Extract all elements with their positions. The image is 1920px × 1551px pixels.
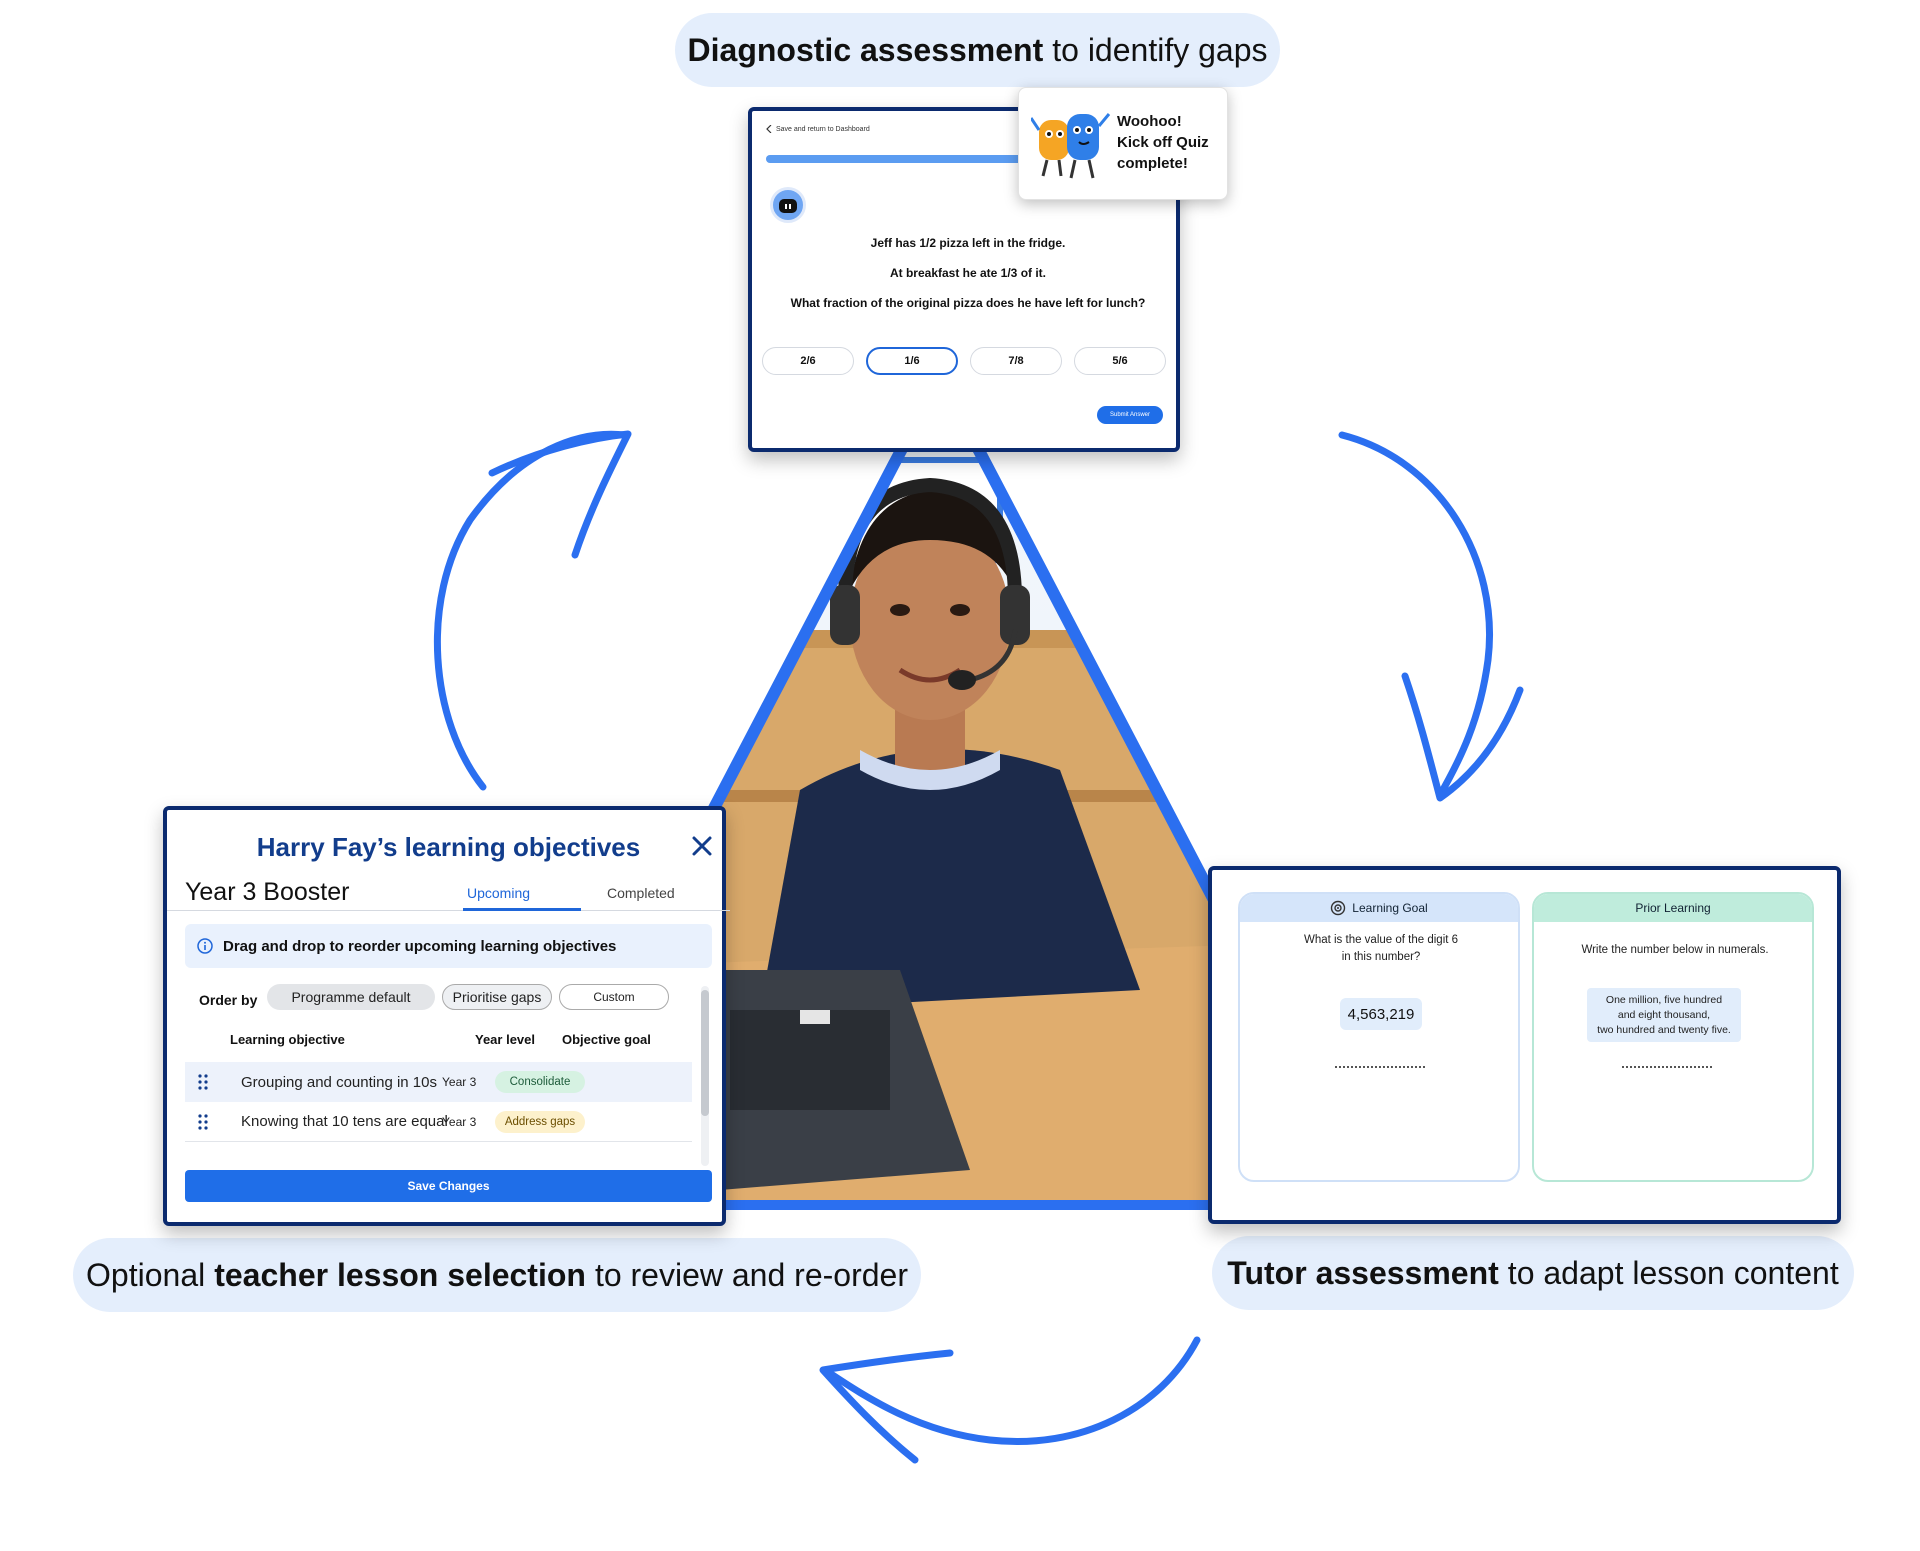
cycle-arrow-icon xyxy=(433,430,629,791)
scrollbar-thumb[interactable] xyxy=(701,990,709,1116)
label-tutor: Tutor assessment to adapt lesson content xyxy=(1212,1236,1854,1310)
tab-divider xyxy=(167,910,730,911)
prior-learning-header: Prior Learning xyxy=(1534,894,1812,922)
quiz-option-1[interactable]: 2/6 xyxy=(762,347,854,375)
robot-avatar-icon xyxy=(770,187,806,223)
quiz-option-4[interactable]: 5/6 xyxy=(1074,347,1166,375)
column-learning-objective: Learning objective xyxy=(230,1032,345,1047)
label-teacher-bold: teacher lesson selection xyxy=(214,1256,586,1293)
quiz-question-line-3: What fraction of the original pizza does… xyxy=(790,296,1146,310)
toast-line-2: Kick off Quiz xyxy=(1117,134,1209,151)
drag-handle-icon[interactable] xyxy=(198,1114,208,1130)
tutor-assessment-card: Learning Goal What is the value of the d… xyxy=(1208,866,1841,1224)
toast-text: Woohoo! Kick off Quiz complete! xyxy=(1117,111,1227,174)
table-row[interactable]: Knowing that 10 tens are equal Year 3 Ad… xyxy=(185,1102,692,1142)
quiz-option-3[interactable]: 7/8 xyxy=(970,347,1062,375)
tab-completed[interactable]: Completed xyxy=(607,885,675,901)
back-link-label: Save and return to Dashboard xyxy=(776,125,870,133)
modal-title: Harry Fay’s learning objectives xyxy=(256,832,641,862)
row-objective: Knowing that 10 tens are equal xyxy=(241,1113,448,1130)
label-diagnostic-rest: to identify gaps xyxy=(1052,31,1268,68)
learning-goal-panel: Learning Goal What is the value of the d… xyxy=(1238,892,1520,1182)
row-year: Year 3 xyxy=(442,1075,477,1089)
learning-objectives-modal: Harry Fay’s learning objectives Year 3 B… xyxy=(163,806,730,1226)
goal-number: 4,563,219 xyxy=(1340,998,1422,1030)
goal-question-line-1: What is the value of the digit 6 xyxy=(1303,934,1459,946)
tab-active-indicator xyxy=(463,908,581,911)
row-year: Year 3 xyxy=(442,1114,477,1129)
cycle-arrow-icon xyxy=(1401,672,1524,802)
column-year-level: Year level xyxy=(475,1032,535,1047)
submit-answer-button[interactable]: Submit Answer xyxy=(1097,406,1163,424)
prior-value-line-3: two hundred and twenty five. xyxy=(1597,1023,1731,1036)
label-teacher-pre: Optional xyxy=(86,1256,206,1293)
prior-value-line-1: One million, five hundred xyxy=(1605,993,1723,1006)
order-prioritise-gaps[interactable]: Prioritise gaps xyxy=(442,984,552,1010)
prior-number-words: One million, five hundred and eight thou… xyxy=(1587,988,1741,1042)
row-goal-badge: Consolidate xyxy=(495,1071,585,1093)
chevron-left-icon xyxy=(766,125,772,133)
quiz-option-2[interactable]: 1/6 xyxy=(866,347,958,375)
tab-upcoming[interactable]: Upcoming xyxy=(467,885,531,901)
label-diagnostic: Diagnostic assessment to identify gaps xyxy=(675,13,1280,87)
label-teacher: Optional teacher lesson selection to rev… xyxy=(73,1238,921,1312)
column-objective-goal: Objective goal xyxy=(562,1032,651,1047)
goal-question-line-2: in this number? xyxy=(1341,951,1421,963)
label-tutor-bold: Tutor assessment xyxy=(1227,1254,1499,1291)
row-goal-badge: Address gaps xyxy=(495,1110,585,1133)
info-banner-text: Drag and drop to reorder upcoming learni… xyxy=(223,937,617,955)
learning-goal-header: Learning Goal xyxy=(1240,894,1518,922)
mascots-icon xyxy=(1031,113,1111,179)
label-diagnostic-bold: Diagnostic assessment xyxy=(687,31,1044,68)
quiz-question-line-1: Jeff has 1/2 pizza left in the fridge. xyxy=(870,236,1066,250)
quiz-progress-bar xyxy=(766,155,1166,163)
cycle-arrow-icon xyxy=(821,1336,1201,1445)
order-by-label: Order by xyxy=(199,992,258,1008)
quiz-complete-toast: Woohoo! Kick off Quiz complete! xyxy=(1018,87,1228,200)
prior-learning-title: Prior Learning xyxy=(1635,901,1711,915)
label-teacher-rest: to review and re-order xyxy=(594,1256,908,1293)
toast-line-1: Woohoo! xyxy=(1117,113,1182,130)
row-objective: Grouping and counting in 10s xyxy=(241,1073,437,1091)
quiz-progress-fill xyxy=(766,155,1046,163)
target-icon xyxy=(1331,900,1346,916)
order-custom[interactable]: Custom xyxy=(559,984,669,1010)
learning-goal-title: Learning Goal xyxy=(1352,901,1428,915)
toast-line-3: complete! xyxy=(1117,155,1188,172)
quiz-question-line-2: At breakfast he ate 1/3 of it. xyxy=(889,266,1047,280)
info-banner: Drag and drop to reorder upcoming learni… xyxy=(185,924,712,968)
answer-line xyxy=(1335,1066,1425,1068)
drag-handle-icon[interactable] xyxy=(198,1074,208,1090)
answer-line xyxy=(1622,1066,1712,1068)
prior-value-line-2: and eight thousand, xyxy=(1617,1008,1711,1021)
cycle-arrow-icon xyxy=(819,1349,954,1464)
close-icon[interactable] xyxy=(688,832,716,860)
back-link[interactable]: Save and return to Dashboard xyxy=(766,125,870,133)
prior-question: Write the number below in numerals. xyxy=(1581,944,1769,956)
table-row[interactable]: Grouping and counting in 10s Year 3 Cons… xyxy=(185,1062,692,1102)
cycle-arrow-icon xyxy=(1338,431,1493,799)
prior-learning-panel: Prior Learning Write the number below in… xyxy=(1532,892,1814,1182)
order-programme-default[interactable]: Programme default xyxy=(267,984,435,1010)
label-tutor-rest: to adapt lesson content xyxy=(1507,1254,1839,1291)
programme-name: Year 3 Booster xyxy=(185,878,350,906)
save-changes-button[interactable]: Save Changes xyxy=(185,1170,712,1202)
info-icon xyxy=(197,938,213,954)
cycle-arrow-icon xyxy=(488,430,632,559)
